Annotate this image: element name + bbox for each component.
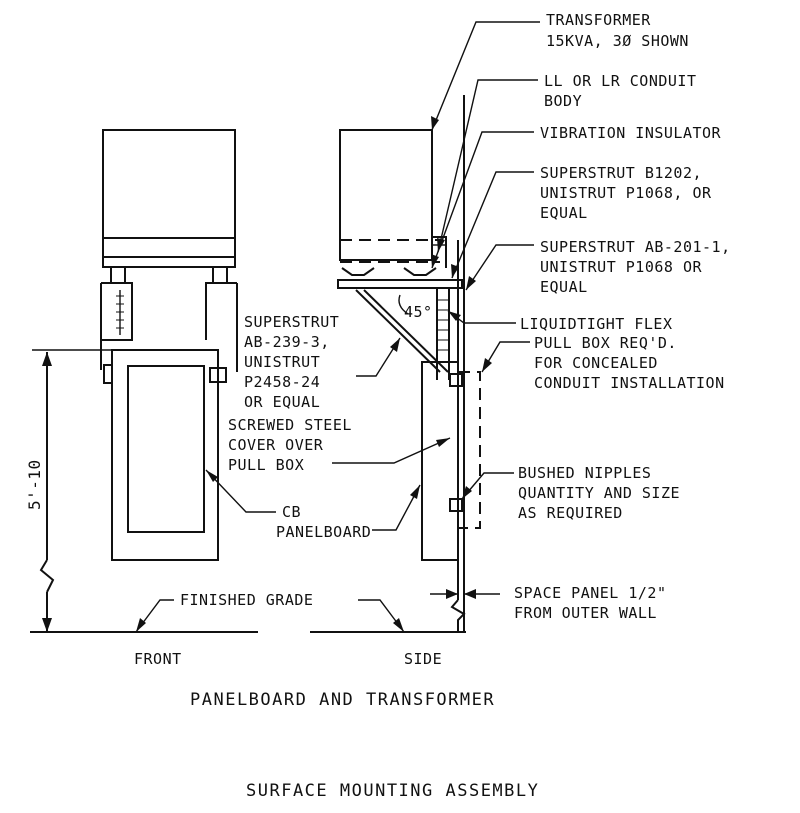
label-bushed-nipples: BUSHED NIPPLES	[518, 464, 651, 482]
side-brace	[355, 289, 441, 373]
side-view	[337, 95, 481, 632]
label-screwed-cover-3: PULL BOX	[228, 456, 304, 474]
label-bushed-nipples-3: AS REQUIRED	[518, 504, 623, 522]
label-superstrut-b1202: SUPERSTRUT B1202,	[540, 164, 702, 182]
label-superstrut-b1202-2: UNISTRUT P1068, OR	[540, 184, 712, 202]
label-superstrut-ab239: SUPERSTRUT	[244, 313, 339, 331]
label-superstrut-ab201: SUPERSTRUT AB-201-1,	[540, 238, 731, 256]
label-superstrut-ab239-5: OR EQUAL	[244, 393, 320, 411]
front-channel	[102, 256, 236, 268]
label-superstrut-ab201-2: UNISTRUT P1068 OR	[540, 258, 702, 276]
front-panelboard	[111, 349, 219, 561]
side-transformer	[339, 129, 433, 261]
label-pull-box-3: CONDUIT INSTALLATION	[534, 374, 725, 392]
label-finished-grade: FINISHED GRADE	[180, 591, 313, 609]
leader-lines	[135, 21, 540, 633]
label-space-panel-2: FROM OUTER WALL	[514, 604, 657, 622]
side-strut-post	[436, 288, 450, 380]
label-angle: 45°	[404, 303, 433, 321]
label-superstrut-b1202-3: EQUAL	[540, 204, 588, 222]
front-cb-cover	[127, 365, 205, 533]
labels: TRANSFORMER 15KVA, 3Ø SHOWN LL OR LR CON…	[25, 11, 731, 801]
height-dimension	[32, 349, 112, 632]
label-conduit-body: LL OR LR CONDUIT	[544, 72, 697, 90]
label-pull-box-2: FOR CONCEALED	[534, 354, 658, 372]
label-screwed-cover: SCREWED STEEL	[228, 416, 352, 434]
label-vibration-insulator: VIBRATION INSULATOR	[540, 124, 722, 142]
label-cb: CB	[282, 503, 301, 521]
drawing-title: SURFACE MOUNTING ASSEMBLY	[246, 781, 539, 801]
label-height-dimension: 5'-10	[25, 459, 44, 510]
label-transformer: TRANSFORMER	[546, 11, 651, 29]
front-strut-left	[100, 282, 133, 370]
label-liquidtight-flex: LIQUIDTIGHT FLEX	[520, 315, 673, 333]
side-panelboard	[421, 361, 459, 561]
label-screwed-cover-2: COVER OVER	[228, 436, 324, 454]
label-panelboard: PANELBOARD	[276, 523, 371, 541]
label-space-panel: SPACE PANEL 1/2"	[514, 584, 667, 602]
label-superstrut-ab201-3: EQUAL	[540, 278, 588, 296]
label-pull-box: PULL BOX REQ'D.	[534, 334, 677, 352]
label-transformer-rating: 15KVA, 3Ø SHOWN	[546, 32, 689, 50]
label-superstrut-ab239-2: AB-239-3,	[244, 333, 330, 351]
side-pull-box	[458, 371, 481, 529]
label-conduit-body-2: BODY	[544, 92, 582, 110]
front-view	[100, 129, 238, 561]
front-strut-right	[205, 282, 238, 383]
label-front: FRONT	[134, 650, 182, 668]
label-bushed-nipples-2: QUANTITY AND SIZE	[518, 484, 680, 502]
label-side: SIDE	[404, 650, 442, 668]
label-superstrut-ab239-4: P2458-24	[244, 373, 320, 391]
side-support-channel	[337, 279, 463, 289]
label-superstrut-ab239-3: UNISTRUT	[244, 353, 320, 371]
view-title: PANELBOARD AND TRANSFORMER	[190, 690, 495, 710]
